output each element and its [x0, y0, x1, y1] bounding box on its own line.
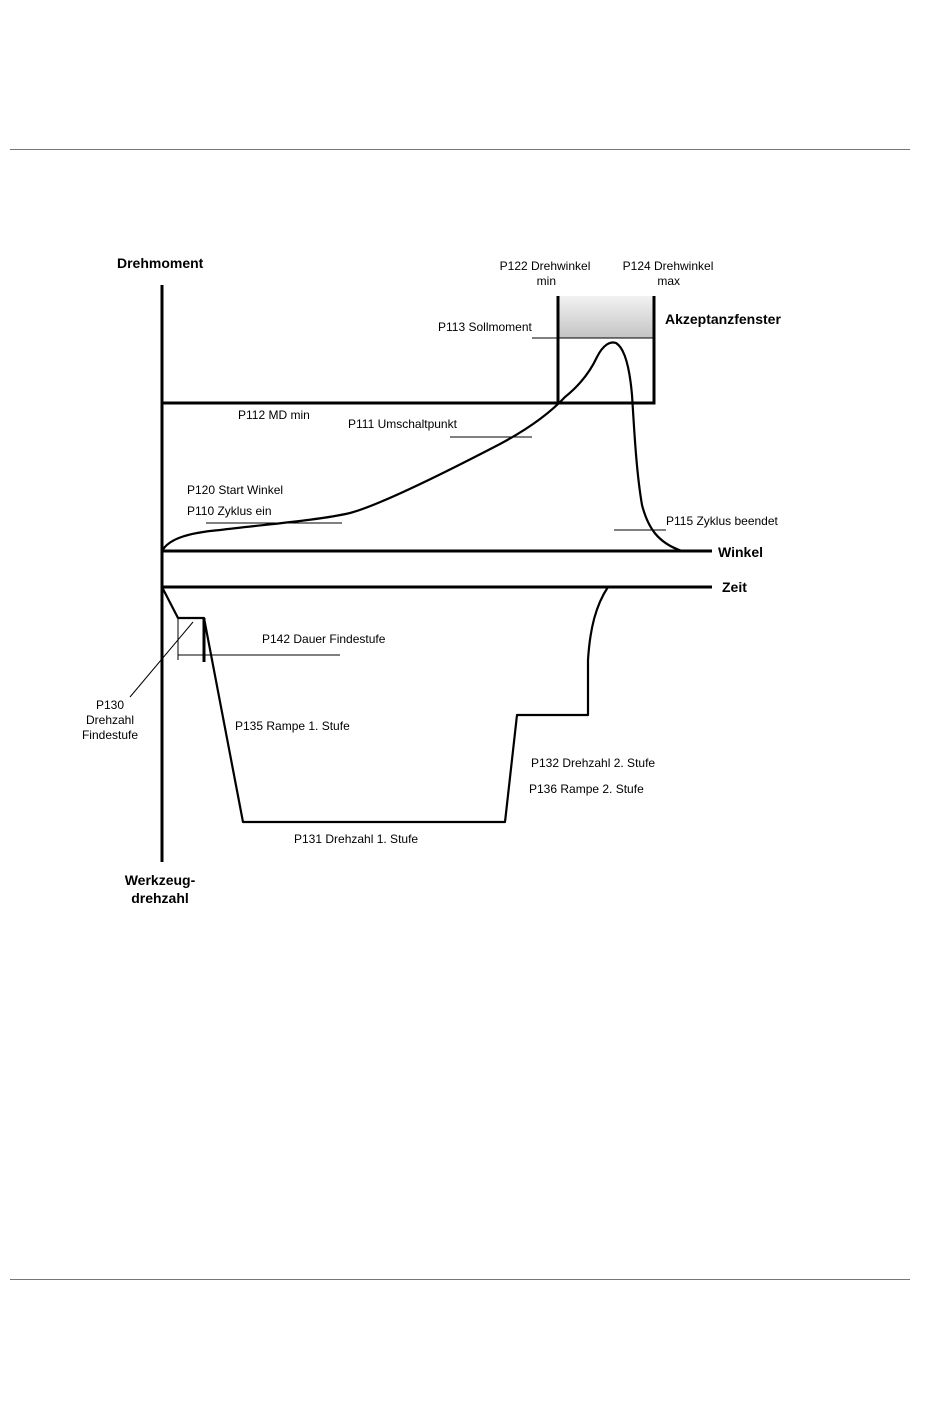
werkzeug-label: Werkzeug-: [125, 872, 196, 888]
p122-min-label: min: [537, 274, 556, 288]
zeit-label: Zeit: [722, 579, 747, 595]
akzeptanzfenster-label: Akzeptanzfenster: [665, 311, 781, 327]
p122-label: P122 Drehwinkel: [500, 259, 591, 273]
winkel-label: Winkel: [718, 544, 763, 560]
drehzahl-label: drehzahl: [131, 890, 189, 906]
header-rule: [10, 149, 910, 150]
p115-label: P115 Zyklus beendet: [666, 514, 779, 528]
p131-label: P131 Drehzahl 1. Stufe: [294, 832, 418, 846]
p113-label: P113 Sollmoment: [438, 320, 532, 334]
p111-label: P111 Umschaltpunkt: [348, 417, 458, 431]
acceptance-window-shade: [558, 296, 654, 338]
p136-label: P136 Rampe 2. Stufe: [529, 782, 644, 796]
p132-label: P132 Drehzahl 2. Stufe: [531, 756, 655, 770]
p130-findestufe-label: Findestufe: [82, 728, 138, 742]
md-min-window-line: [162, 296, 656, 405]
drehmoment-label: Drehmoment: [117, 255, 204, 271]
p124-max-label: max: [657, 274, 680, 288]
p130-drehzahl-label: Drehzahl: [86, 713, 134, 727]
speed-profile: [160, 585, 610, 824]
p124-label: P124 Drehwinkel: [623, 259, 714, 273]
footer-rule: [10, 1279, 910, 1280]
p130-leader: [129, 621, 194, 698]
p130-label: P130: [96, 698, 124, 712]
torque-curve: [160, 341, 684, 553]
p142-label: P142 Dauer Findestufe: [262, 632, 386, 646]
p110-label: P110 Zyklus ein: [187, 504, 272, 518]
p135-label: P135 Rampe 1. Stufe: [235, 719, 350, 733]
p112-label: P112 MD min: [238, 408, 310, 422]
p120-label: P120 Start Winkel: [187, 483, 283, 497]
